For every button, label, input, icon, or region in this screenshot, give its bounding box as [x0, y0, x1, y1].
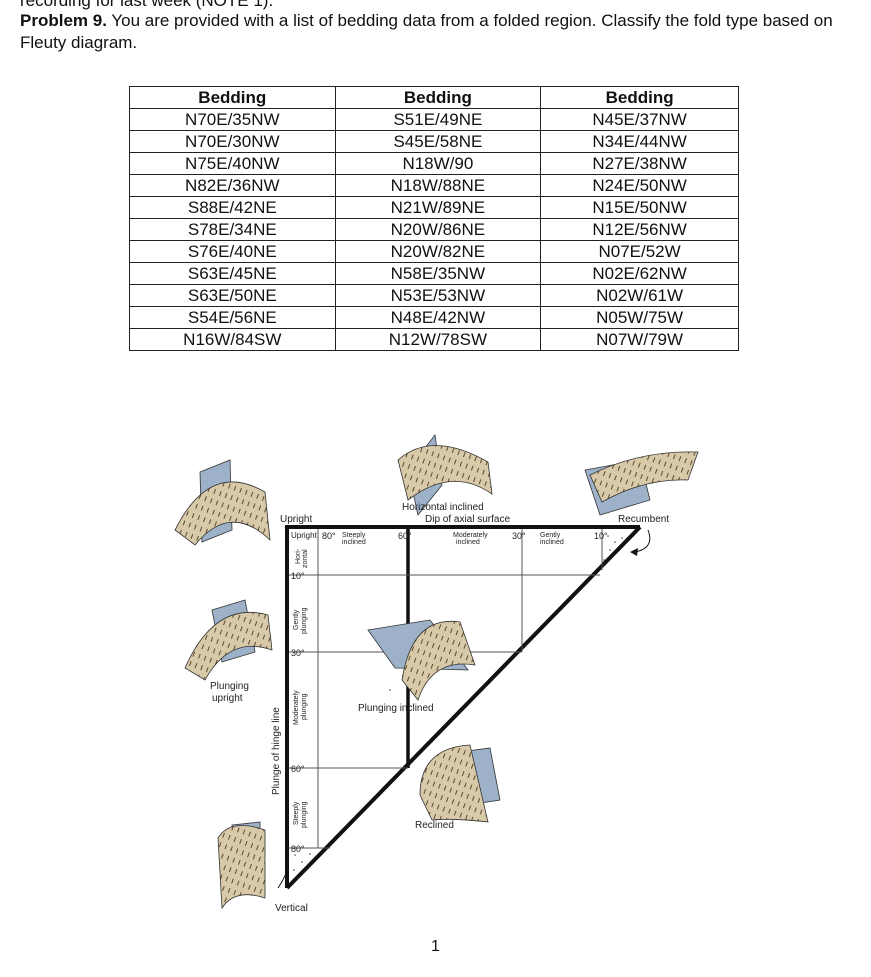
- label-30: 30°: [512, 531, 526, 541]
- table-cell: N16W/84SW: [129, 328, 336, 351]
- table-cell: N07W/79W: [540, 328, 739, 351]
- problem-label: Problem 9.: [20, 11, 107, 30]
- fold-sketch-plunging-upright: [184, 599, 273, 681]
- table-cell: N20W/82NE: [334, 240, 542, 263]
- label-plunging-upright-2: upright: [212, 693, 243, 704]
- table-cell: S76E/40NE: [129, 240, 336, 263]
- label-upright: Upright: [280, 514, 312, 525]
- column-header: Bedding: [540, 86, 739, 109]
- label-plunge-hinge: Plunge of hinge line: [271, 707, 282, 795]
- label-left-60: 60°: [291, 764, 305, 774]
- table-cell: S54E/56NE: [129, 306, 336, 329]
- table-cell: N24E/50NW: [540, 174, 739, 197]
- fold-sketch-upright: [174, 459, 271, 546]
- label-moderately-plunging-1: Moderately: [293, 690, 300, 725]
- cut-off-line: recording for last week (NOTE 1).: [20, 0, 274, 10]
- table-cell: S88E/42NE: [129, 196, 336, 219]
- label-gently-inclined-2: inclined: [540, 539, 564, 546]
- label-recumbent: Recumbent: [618, 514, 669, 525]
- table-cell: N18W/88NE: [334, 174, 542, 197]
- fold-sketch-recumbent: [584, 451, 699, 516]
- table-cell: N12W/78SW: [334, 328, 542, 351]
- table-header-row: Bedding Bedding Bedding: [129, 86, 739, 109]
- label-dip-axial: Dip of axial surface: [425, 514, 510, 525]
- table-cell: N02E/62NW: [540, 262, 739, 285]
- table-cell: N75E/40NW: [129, 152, 336, 175]
- label-gently-inclined-1: Gently: [540, 532, 561, 539]
- label-80: 80°: [322, 531, 336, 541]
- table-cell: N53E/53NW: [334, 284, 542, 307]
- fold-sketch-reclined: [419, 744, 501, 823]
- label-horizontal-2: zontal: [302, 549, 309, 568]
- label-steeply-inclined-1: Steeply: [342, 532, 366, 539]
- table-cell: N58E/35NW: [334, 262, 542, 285]
- table-cell: N70E/35NW: [129, 108, 336, 131]
- table-cell: S45E/58NE: [334, 130, 542, 153]
- label-left-10: 10°: [291, 571, 305, 581]
- label-gently-plunging-1: Gently: [293, 609, 300, 630]
- label-steeply-plunging-2: plunging: [301, 801, 308, 828]
- table-cell: N12E/56NW: [540, 218, 739, 241]
- table-cell: N20W/86NE: [334, 218, 542, 241]
- problem-statement: Problem 9. You are provided with a list …: [20, 10, 855, 54]
- table-cell: N45E/37NW: [540, 108, 739, 131]
- table-cell: N07E/52W: [540, 240, 739, 263]
- column-header: Bedding: [334, 86, 542, 109]
- label-vertical: Vertical: [275, 903, 308, 914]
- table-cell: N27E/38NW: [540, 152, 739, 175]
- fold-sketch-horizontal-inclined: [397, 434, 493, 516]
- label-reclined: Reclined: [415, 820, 454, 831]
- label-60: 60°: [398, 531, 412, 541]
- label-inner-upright: Upright: [291, 531, 318, 540]
- table-cell: S63E/45NE: [129, 262, 336, 285]
- table-cell: N48E/42NW: [334, 306, 542, 329]
- table-cell: N05W/75W: [540, 306, 739, 329]
- table-cell: N21W/89NE: [334, 196, 542, 219]
- table-cell: N70E/30NW: [129, 130, 336, 153]
- table-cell: N15E/50NW: [540, 196, 739, 219]
- label-left-30: 30°: [291, 648, 305, 658]
- table-cell: S78E/34NE: [129, 218, 336, 241]
- table-cell: S63E/50NE: [129, 284, 336, 307]
- label-moderately-inclined-1: Moderately: [453, 532, 488, 539]
- table-cell: N18W/90: [334, 152, 542, 175]
- label-left-80: 80°: [291, 844, 305, 854]
- label-plunging-inclined: Plunging inclined: [358, 703, 434, 714]
- fold-sketch-plunging-inclined: [367, 619, 476, 701]
- label-steeply-plunging-1: Steeply: [293, 801, 300, 825]
- page-number: 1: [431, 938, 440, 955]
- fold-sketch-vertical: [217, 821, 266, 910]
- problem-text: You are provided with a list of bedding …: [20, 11, 833, 52]
- label-moderately-plunging-2: plunging: [301, 693, 308, 720]
- column-header: Bedding: [129, 86, 336, 109]
- table-cell: S51E/49NE: [334, 108, 542, 131]
- label-gently-plunging-2: plunging: [301, 607, 308, 634]
- table-cell: N02W/61W: [540, 284, 739, 307]
- label-plunging-upright-1: Plunging: [210, 681, 249, 692]
- table-cell: N82E/36NW: [129, 174, 336, 197]
- label-steeply-inclined-2: inclined: [342, 539, 366, 546]
- label-10: 10°: [594, 531, 608, 541]
- label-moderately-inclined-2: inclined: [456, 539, 480, 546]
- fleuty-diagram: Upright Horizontal inclined Dip of axial…: [174, 434, 699, 914]
- table-cell: N34E/44NW: [540, 130, 739, 153]
- fleuty-triangle: [277, 525, 651, 890]
- label-horizontal-1: Hori-: [295, 548, 302, 564]
- label-horizontal-inclined: Horizontal inclined: [402, 502, 484, 513]
